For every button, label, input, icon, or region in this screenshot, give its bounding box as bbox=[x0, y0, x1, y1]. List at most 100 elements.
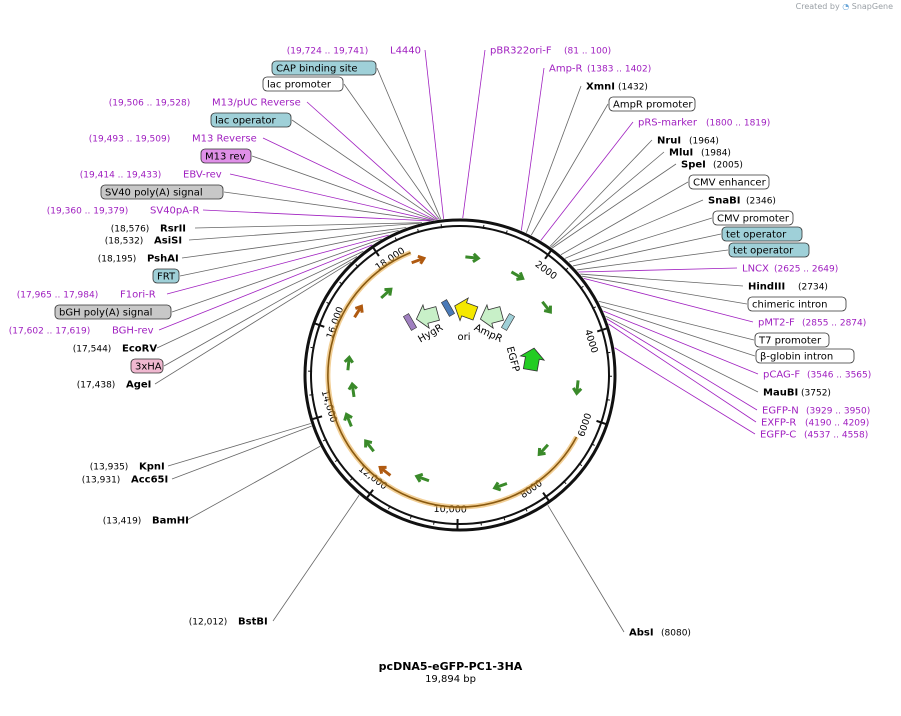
left-box-label: lac promoter bbox=[262, 76, 344, 92]
left-site-label: EcoRV(17,544) bbox=[73, 344, 158, 355]
minor-tick bbox=[349, 477, 354, 481]
minor-tick bbox=[562, 480, 567, 485]
leader-line bbox=[306, 101, 439, 220]
leader-line bbox=[550, 151, 665, 248]
label-name: L4440 bbox=[390, 46, 421, 57]
label-position: (3929 .. 3950) bbox=[806, 407, 870, 417]
leader-line bbox=[424, 49, 444, 219]
label-name: M13 Reverse bbox=[192, 134, 257, 145]
direction-arrow-icon bbox=[541, 300, 552, 314]
right-primer-label: EXFP-R(4190 .. 4209) bbox=[761, 418, 869, 429]
leader-line bbox=[188, 222, 420, 241]
inner-feature-ori: ori bbox=[454, 297, 479, 343]
feature-box bbox=[54, 304, 172, 320]
minor-tick bbox=[417, 228, 420, 233]
label-position: (17,438) bbox=[77, 381, 116, 391]
label-position: (3546 .. 3565) bbox=[807, 371, 871, 381]
leader-line bbox=[614, 347, 756, 435]
label-position: (18,576) bbox=[111, 225, 150, 235]
minor-tick bbox=[527, 239, 530, 244]
minor-tick bbox=[503, 516, 506, 521]
leader-line bbox=[605, 315, 759, 393]
direction-arrow-icon bbox=[378, 465, 392, 477]
label-name: SV40 poly(A) signal bbox=[105, 188, 203, 199]
right-primer-label: pBR322ori-F(81 .. 100) bbox=[490, 46, 611, 57]
label-position: (19,360 .. 19,379) bbox=[47, 207, 128, 217]
tick-label: 6000 bbox=[576, 412, 594, 438]
feature-box bbox=[130, 358, 164, 374]
right-box-label: tet operator bbox=[721, 226, 803, 242]
leader-line bbox=[608, 323, 757, 423]
plasmid-length: 19,894 bp bbox=[425, 674, 476, 685]
label-position: (8080) bbox=[661, 629, 691, 639]
label-position: (19,506 .. 19,528) bbox=[109, 99, 190, 109]
backbone-outer-ring bbox=[303, 218, 617, 532]
tick-label: 2000 bbox=[533, 259, 559, 282]
left-primer-label: BGH-rev(17,602 .. 17,619) bbox=[9, 326, 154, 337]
minor-tick bbox=[309, 394, 314, 396]
right-site-label: NruI(1964) bbox=[657, 136, 719, 147]
left-site-label: KpnI(13,935) bbox=[90, 462, 165, 473]
label-position: (12,012) bbox=[189, 618, 228, 628]
left-site-label: AgeI (17,438) bbox=[77, 380, 152, 391]
direction-arrow-icon bbox=[411, 254, 427, 265]
direction-arrow-icon bbox=[537, 443, 550, 457]
leader-line bbox=[171, 425, 312, 480]
label-position: (13,931) bbox=[82, 476, 121, 486]
minor-tick bbox=[564, 267, 569, 272]
inner-feature-label: ori bbox=[457, 332, 470, 343]
direction-arrow-icon bbox=[492, 481, 508, 492]
direction-arrow-icon bbox=[343, 354, 354, 371]
leader-line bbox=[158, 244, 373, 331]
label-position: (2346) bbox=[746, 197, 776, 207]
label-name: bGH poly(A) signal bbox=[59, 308, 152, 319]
minor-tick bbox=[579, 285, 584, 290]
feature-box bbox=[754, 332, 830, 348]
feature-box bbox=[100, 184, 224, 200]
label-name: pRS-marker bbox=[638, 118, 698, 129]
left-primer-label: M13 Reverse(19,493 .. 19,509) bbox=[89, 134, 257, 145]
direction-arrow-icon bbox=[343, 412, 353, 428]
label-name: BamHI bbox=[152, 516, 189, 527]
label-name: XmnI bbox=[586, 82, 615, 93]
label-name: AbsI bbox=[629, 628, 654, 639]
label-position: (19,724 .. 19,741) bbox=[287, 47, 368, 57]
label-position: (1964) bbox=[689, 137, 719, 147]
label-name: tet operator bbox=[726, 230, 787, 241]
leader-line bbox=[580, 273, 744, 287]
minor-tick bbox=[590, 443, 595, 446]
leader-line bbox=[462, 49, 486, 219]
leader-line bbox=[186, 445, 321, 521]
leader-line bbox=[547, 504, 625, 633]
leader-line bbox=[156, 250, 364, 349]
label-name: pMT2-F bbox=[758, 318, 795, 329]
left-primer-label: F1ori-R(17,965 .. 17,984) bbox=[17, 290, 156, 301]
leader-line bbox=[576, 249, 729, 271]
left-box-label: SV40 poly(A) signal bbox=[100, 184, 224, 200]
right-box-label: AmpR promoter bbox=[608, 96, 696, 112]
minor-tick bbox=[605, 399, 610, 401]
minor-tick bbox=[606, 351, 611, 354]
backbone-inner-ring bbox=[310, 225, 610, 525]
left-box-label: 3xHA bbox=[130, 358, 164, 374]
major-tick bbox=[364, 489, 374, 500]
minor-tick bbox=[524, 507, 528, 512]
label-name: AmpR promoter bbox=[613, 100, 693, 111]
arrow-ccw-icon bbox=[479, 303, 504, 330]
right-box-label: CMV enhancer bbox=[688, 174, 770, 190]
label-name: CMV promoter bbox=[717, 214, 790, 225]
right-primer-label: pCAG-F(3546 .. 3565) bbox=[763, 370, 871, 381]
inner-feature-egfp: EGFP bbox=[504, 345, 546, 373]
insert-region-arc bbox=[327, 251, 578, 508]
right-box-label: chimeric intron bbox=[747, 296, 847, 312]
inner-feature-hygr: HygR bbox=[415, 303, 445, 345]
arrow-ccw-icon bbox=[454, 297, 479, 322]
label-position: (17,602 .. 17,619) bbox=[9, 327, 90, 337]
minor-tick bbox=[334, 458, 339, 463]
label-position: (81 .. 100) bbox=[564, 47, 611, 57]
right-box-label: tet operator bbox=[728, 242, 810, 258]
leader-line bbox=[181, 227, 407, 259]
feature-block bbox=[500, 313, 516, 331]
right-site-label: AbsI (8080) bbox=[629, 628, 691, 639]
label-name: AgeI bbox=[126, 380, 151, 391]
